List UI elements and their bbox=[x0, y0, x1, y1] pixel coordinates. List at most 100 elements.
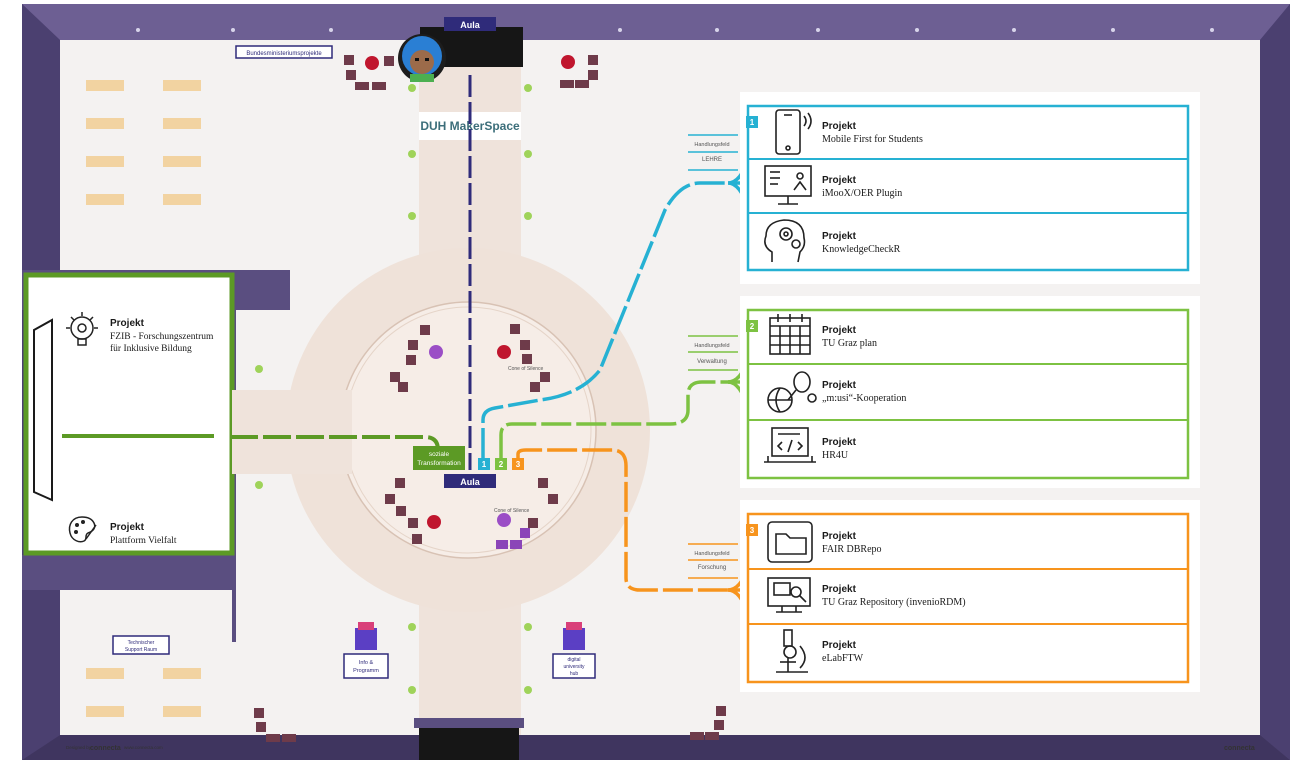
project-9-name: eLabFTW bbox=[822, 653, 864, 664]
designed-by-label: Designed by bbox=[66, 745, 92, 750]
digital-hub-kiosk[interactable] bbox=[552, 622, 596, 679]
project-4-kicker: Projekt bbox=[822, 325, 857, 336]
ministry-label: Bundesministeriumsprojekte bbox=[246, 51, 322, 57]
plaza-ring bbox=[339, 301, 597, 559]
brain-gear-icon bbox=[764, 219, 806, 263]
info-line2: Programm bbox=[353, 668, 379, 674]
makerspace-label: DUH MakerSpace bbox=[420, 119, 520, 133]
project-2-name: iMooX/OER Plugin bbox=[822, 188, 902, 199]
project-3-name: KnowledgeCheckR bbox=[822, 244, 901, 255]
svg-text:Handlungsfeld: Handlungsfeld bbox=[694, 343, 729, 349]
support-room-sign[interactable] bbox=[112, 635, 170, 655]
project-6-name: HR4U bbox=[822, 450, 849, 461]
lightbulb-gear-icon bbox=[66, 312, 98, 346]
seating-cluster bbox=[254, 55, 726, 742]
route-marker-1-label: 1 bbox=[482, 460, 487, 469]
support-room-line2: Support Raum bbox=[125, 647, 157, 653]
panel-lehre-number-badge bbox=[746, 116, 758, 128]
svg-text:Handlungsfeld: Handlungsfeld bbox=[694, 551, 729, 557]
repository-monitor-icon bbox=[767, 577, 811, 613]
svg-text:Verwaltung: Verwaltung bbox=[697, 359, 727, 365]
vielfalt-name: Plattform Vielfalt bbox=[110, 535, 177, 546]
bottom-wall-face bbox=[22, 735, 1290, 760]
route-marker-1[interactable] bbox=[478, 458, 490, 470]
panel-forschung[interactable] bbox=[746, 512, 1190, 684]
folder-icon bbox=[767, 521, 813, 563]
svg-text:Handlungsfeld: Handlungsfeld bbox=[694, 142, 729, 148]
panel-lehre-number: 1 bbox=[750, 118, 755, 127]
aula-center-sign[interactable] bbox=[444, 474, 496, 488]
desks-bottom-left bbox=[86, 668, 201, 717]
ministry-sign[interactable] bbox=[235, 45, 333, 59]
green-route bbox=[499, 380, 740, 458]
website-label: www.connecta.com bbox=[124, 745, 163, 750]
route-marker-3-label: 3 bbox=[516, 460, 521, 469]
digital-line2: university bbox=[563, 664, 585, 670]
top-wall-face bbox=[22, 4, 1290, 40]
palette-icon bbox=[68, 516, 97, 543]
social-transformation-sign[interactable] bbox=[413, 446, 465, 470]
panel-lehre[interactable] bbox=[746, 104, 1190, 272]
project-1-name: Mobile First for Students bbox=[822, 134, 923, 145]
svg-text:Forschung: Forschung bbox=[698, 565, 726, 571]
calendar-icon bbox=[769, 314, 811, 355]
fzib-name-line1: FZIB - Forschungszentrum bbox=[110, 332, 214, 342]
aula-top-sign[interactable] bbox=[444, 17, 496, 31]
panel-forschung-number: 3 bbox=[750, 526, 755, 535]
left-room[interactable] bbox=[23, 272, 235, 556]
project-9-kicker: Projekt bbox=[822, 640, 857, 651]
digital-line3: hub bbox=[570, 671, 579, 677]
plant-icons bbox=[255, 84, 532, 694]
desks-top-left bbox=[86, 80, 201, 205]
social-line1: soziale bbox=[429, 451, 450, 458]
project-5-kicker: Projekt bbox=[822, 380, 857, 391]
field-tag-lehre: Handlungsfeld LEHRE bbox=[688, 134, 738, 171]
microscope-icon bbox=[776, 629, 808, 673]
svg-text:LEHRE: LEHRE bbox=[702, 157, 722, 163]
brand-corner-logo: connecta bbox=[1224, 745, 1255, 752]
left-room-wall-bottom bbox=[22, 555, 232, 590]
social-line2: Transformation bbox=[417, 460, 461, 467]
digital-line1: digital bbox=[567, 657, 580, 663]
project-2-kicker: Projekt bbox=[822, 175, 857, 186]
route-marker-2[interactable] bbox=[495, 458, 507, 470]
project-8-kicker: Projekt bbox=[822, 584, 857, 595]
project-1-kicker: Projekt bbox=[822, 121, 857, 132]
presentation-screen-icon bbox=[764, 165, 812, 205]
project-8-name: TU Graz Repository (invenioRDM) bbox=[822, 597, 966, 608]
project-4-name: TU Graz plan bbox=[822, 338, 877, 349]
vielfalt-kicker: Projekt bbox=[110, 522, 145, 533]
panel-forschung-number-badge bbox=[746, 524, 758, 536]
field-tag-forschung: Handlungsfeld Forschung bbox=[688, 543, 738, 579]
brand-logo: connecta bbox=[90, 745, 121, 752]
panel-verwaltung-number-badge bbox=[746, 320, 758, 332]
project-7-name: FAIR DBRepo bbox=[822, 544, 882, 555]
code-monitor-icon bbox=[764, 427, 816, 463]
field-tag-verwaltung: Handlungsfeld Verwaltung bbox=[688, 335, 738, 371]
cone-of-silence-bottom-label: Cone of Silence bbox=[494, 508, 530, 514]
project-3-kicker: Projekt bbox=[822, 231, 857, 242]
cone-of-silence-top-label: Cone of Silence bbox=[508, 366, 544, 372]
right-wall-face bbox=[1260, 4, 1290, 760]
panel-verwaltung-number: 2 bbox=[750, 322, 755, 331]
player-avatar[interactable] bbox=[398, 34, 446, 82]
info-line1: Info & bbox=[359, 660, 374, 666]
smartphone-icon bbox=[775, 109, 812, 155]
project-6-kicker: Projekt bbox=[822, 437, 857, 448]
project-5-name: „m:usi“-Kooperation bbox=[822, 393, 906, 404]
support-room-line1: Technischer bbox=[128, 640, 155, 646]
project-7-kicker: Projekt bbox=[822, 531, 857, 542]
fzib-kicker: Projekt bbox=[110, 318, 145, 329]
panel-verwaltung[interactable] bbox=[746, 308, 1190, 480]
info-kiosk[interactable] bbox=[343, 622, 389, 679]
aula-top-label: Aula bbox=[460, 20, 480, 30]
route-marker-2-label: 2 bbox=[499, 460, 504, 469]
route-marker-3[interactable] bbox=[512, 458, 524, 470]
bottom-doorway[interactable] bbox=[419, 728, 519, 760]
blue-route bbox=[481, 181, 740, 458]
bottom-doorway-frame bbox=[414, 718, 524, 728]
orange-route bbox=[516, 448, 740, 592]
wall-lamps bbox=[136, 28, 1214, 32]
left-room-screen bbox=[33, 318, 53, 502]
